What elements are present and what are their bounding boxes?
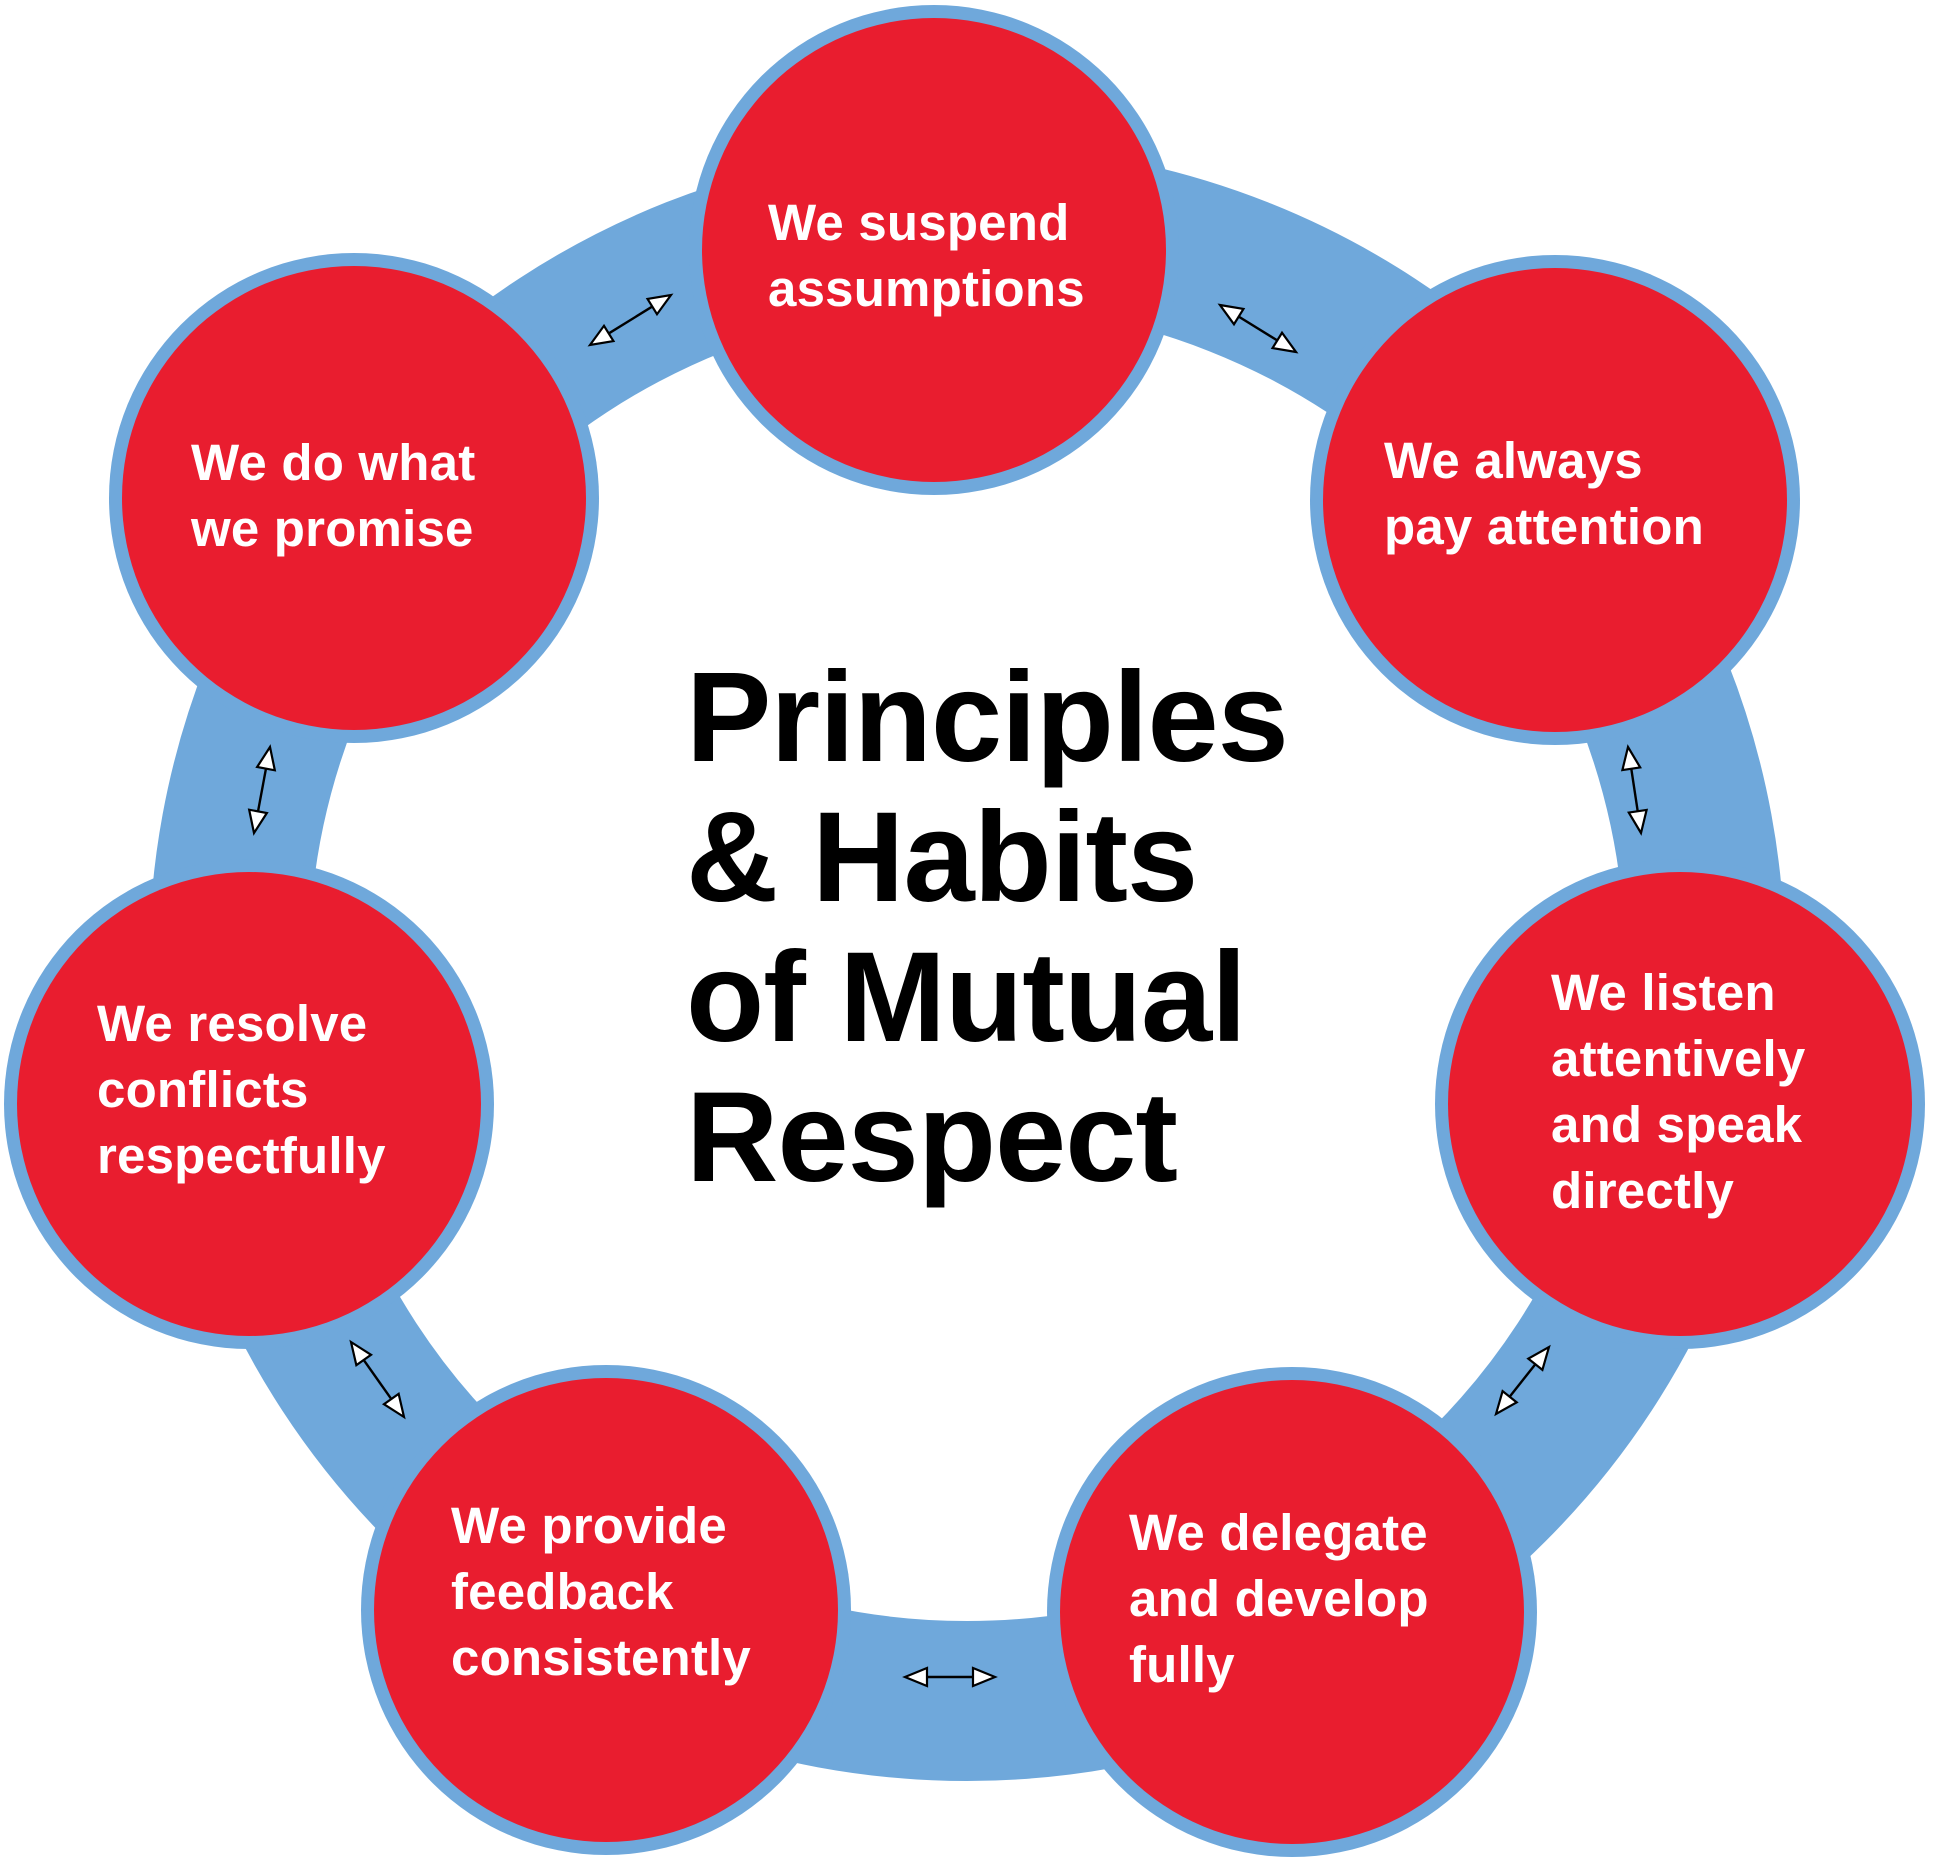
double-arrow-icon xyxy=(349,1339,406,1420)
arrow-head xyxy=(971,1666,998,1688)
double-arrow-icon xyxy=(1494,1344,1551,1417)
node-label-provide-feedback: We provide feedback consistently xyxy=(451,1497,751,1686)
node-do-what-promise xyxy=(109,253,599,743)
node-fill xyxy=(702,18,1166,482)
arrow-shaft xyxy=(360,1356,395,1403)
arrow-head xyxy=(1494,1389,1519,1417)
arrow-head xyxy=(1270,330,1299,354)
arrow-shaft xyxy=(1234,313,1282,344)
node-fill xyxy=(1060,1380,1524,1844)
arrow-head xyxy=(1526,1344,1551,1372)
node-provide-feedback xyxy=(361,1365,851,1855)
node-fill xyxy=(374,1378,838,1842)
arrow-head xyxy=(255,744,277,772)
node-resolve-conflicts xyxy=(4,859,494,1349)
node-label-do-what-promise: We do what we promise xyxy=(191,434,476,557)
arrow-head xyxy=(1620,744,1642,772)
arrow-shaft xyxy=(256,764,268,816)
double-arrow-icon xyxy=(1620,744,1649,836)
node-label-suspend-assumptions: We suspend assumptions xyxy=(768,194,1085,317)
arrow-head xyxy=(349,1339,374,1368)
arrow-head xyxy=(645,293,674,317)
node-delegate-develop xyxy=(1047,1367,1537,1857)
node-label-pay-attention: We always pay attention xyxy=(1384,432,1704,555)
node-pay-attention xyxy=(1310,255,1800,745)
node-listen-speak xyxy=(1435,859,1925,1349)
node-label-delegate-develop: We delegate and develop fully xyxy=(1129,1504,1429,1693)
arrow-shaft xyxy=(604,303,657,337)
arrow-head xyxy=(1217,303,1246,327)
arrow-shaft xyxy=(1629,764,1640,816)
double-arrow-icon xyxy=(587,293,674,347)
arrow-shaft xyxy=(1506,1360,1539,1401)
node-label-listen-speak: We listen attentively and speak directly xyxy=(1551,964,1806,1219)
arrow-head xyxy=(1627,808,1649,836)
node-fill xyxy=(122,266,586,730)
double-arrow-icon xyxy=(902,1666,998,1688)
double-arrow-icon xyxy=(1217,303,1299,354)
node-suspend-assumptions xyxy=(689,5,1179,495)
node-fill xyxy=(1323,268,1787,732)
double-arrow-icon xyxy=(247,744,277,836)
node-fill xyxy=(17,872,481,1336)
node-fill xyxy=(1448,872,1912,1336)
arrow-head xyxy=(902,1666,929,1688)
diagram-title: Principles & Habits of Mutual Respect xyxy=(686,646,1289,1209)
arrow-head xyxy=(381,1391,406,1420)
arrow-head xyxy=(247,808,269,836)
arrow-head xyxy=(587,323,616,347)
node-label-resolve-conflicts: We resolve conflicts respectfully xyxy=(97,995,386,1184)
